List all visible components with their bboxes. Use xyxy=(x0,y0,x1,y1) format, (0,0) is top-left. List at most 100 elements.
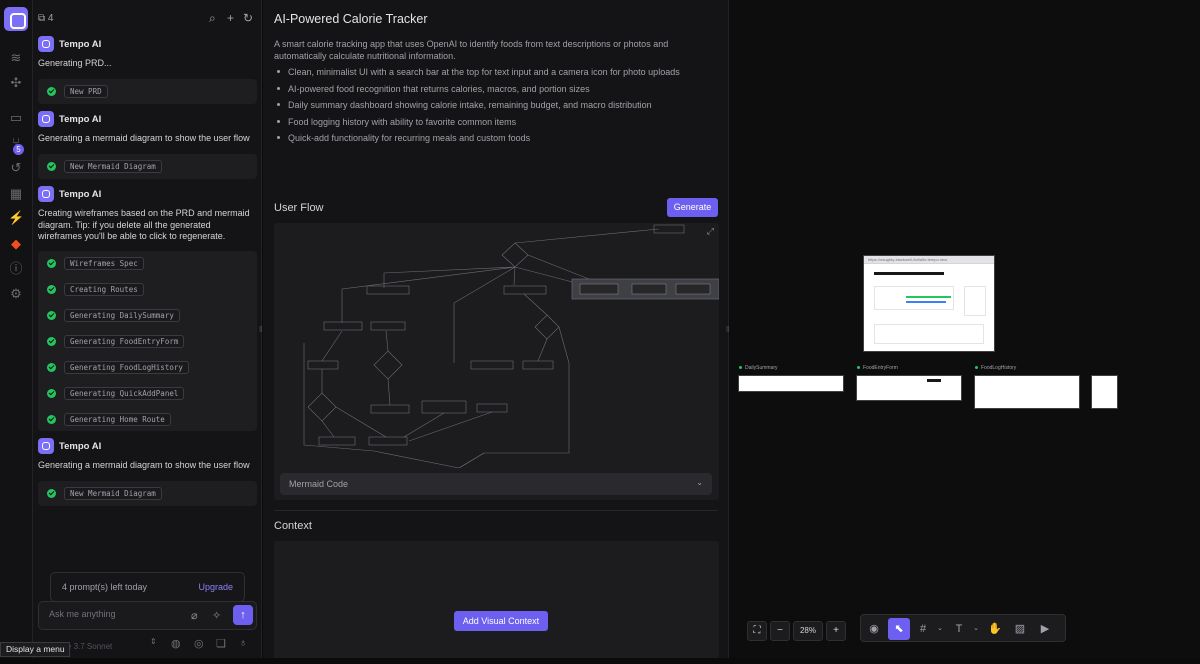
mermaid-diagram[interactable]: ⤢ Mermaid Code ⌄ xyxy=(274,223,719,500)
globe-icon[interactable]: ◍ xyxy=(171,638,181,650)
pages-count[interactable]: ⧉ 4 xyxy=(38,13,54,24)
settings-icon[interactable]: ⚙ xyxy=(10,286,22,301)
text-icon[interactable]: T xyxy=(955,623,963,635)
check-icon xyxy=(47,388,56,398)
chat-input[interactable] xyxy=(49,609,179,619)
list-item: Daily summary dashboard showing calorie … xyxy=(277,99,680,116)
search-icon[interactable]: ⌕ xyxy=(209,11,216,25)
daily-summary-frame[interactable] xyxy=(738,375,844,392)
tempo-avatar-icon xyxy=(38,438,54,454)
zoom-level[interactable]: 28% xyxy=(793,621,823,641)
flow-edge xyxy=(453,266,516,363)
hand-icon[interactable]: ✋ xyxy=(988,623,1002,635)
figma-icon[interactable]: ◆ xyxy=(11,236,21,251)
task-chip: Wireframes Spec xyxy=(64,256,144,270)
task-item[interactable]: Generating FoodEntryForm xyxy=(47,334,185,348)
food-entry-form-frame[interactable] xyxy=(856,375,962,401)
sparkle-icon[interactable]: ✧ xyxy=(212,610,222,622)
info-icon[interactable]: ⓘ xyxy=(9,261,23,276)
quick-add-panel-frame[interactable] xyxy=(1091,375,1118,409)
home-route-frame[interactable]: https://naughty-blackwell-9a9a5d.tempo.n… xyxy=(863,255,995,352)
tempo-logo-icon[interactable] xyxy=(4,7,28,31)
send-button[interactable]: ↑ xyxy=(233,605,253,625)
assistant-header: Tempo AI xyxy=(38,110,101,128)
frame-label-text: DailySummary xyxy=(745,364,778,371)
frame-icon[interactable]: # xyxy=(919,623,927,635)
design-canvas[interactable]: https://naughty-blackwell-9a9a5d.tempo.n… xyxy=(730,0,1200,658)
attach-icon[interactable]: ⌀ xyxy=(191,610,198,622)
file-icon[interactable]: ▭ xyxy=(9,110,23,125)
task-chip: New Mermaid Diagram xyxy=(64,486,162,500)
task-chip: Generating Home Route xyxy=(64,412,171,426)
flow-node xyxy=(503,285,547,295)
task-item[interactable]: New Mermaid Diagram xyxy=(47,486,162,500)
task-item[interactable]: New Mermaid Diagram xyxy=(47,159,162,173)
task-item[interactable]: Creating Routes xyxy=(47,282,144,296)
zoom-in-button[interactable]: + xyxy=(826,621,846,641)
generate-button[interactable]: Generate xyxy=(667,198,718,217)
chevron-down-icon[interactable]: ⌄ xyxy=(937,625,943,632)
task-item[interactable]: New PRD xyxy=(47,84,108,98)
history-icon[interactable]: ↻ xyxy=(243,11,254,25)
flow-edge xyxy=(537,338,548,362)
task-item[interactable]: Generating Home Route xyxy=(47,412,171,426)
zoom-out-button[interactable]: − xyxy=(770,621,790,641)
flow-edge xyxy=(383,266,516,288)
task-card: New Mermaid Diagram xyxy=(38,154,257,179)
history-icon[interactable]: ↺ xyxy=(10,160,22,175)
chevron-down-icon: ⌄ xyxy=(696,478,703,487)
resize-handle[interactable]: ‖ xyxy=(726,325,730,334)
prompts-left-banner: 4 prompt(s) left today Upgrade xyxy=(50,572,245,602)
image-icon[interactable]: ▨ xyxy=(1014,623,1026,635)
frame-content xyxy=(874,286,954,310)
task-chip: Generating QuickAddPanel xyxy=(64,386,185,400)
message-text: Generating a mermaid diagram to show the… xyxy=(38,133,250,143)
task-chip: New PRD xyxy=(64,84,108,98)
check-icon xyxy=(47,488,56,498)
context-title: Context xyxy=(274,520,312,532)
lightbulb-icon[interactable]: ♁ xyxy=(239,637,248,649)
task-item[interactable]: Generating DailySummary xyxy=(47,308,180,322)
comment-icon[interactable]: ◉ xyxy=(869,623,879,635)
check-icon xyxy=(47,284,56,294)
frame-label[interactable]: DailySummary xyxy=(739,363,778,372)
mermaid-code-dropdown[interactable]: Mermaid Code ⌄ xyxy=(280,473,712,495)
components-icon[interactable]: ✣ xyxy=(10,75,22,90)
upgrade-link[interactable]: Upgrade xyxy=(198,582,233,592)
chat-input-box: ⌀ ✧ ↑ xyxy=(38,601,257,630)
model-selector[interactable]: Claude 3.7 Sonnet xyxy=(46,642,113,651)
add-visual-context-button[interactable]: Add Visual Context xyxy=(454,611,548,631)
task-card: New Mermaid Diagram xyxy=(38,481,257,506)
mermaid-code-label: Mermaid Code xyxy=(289,479,349,489)
chat-header: ⧉ 4 ⌕ + ↻ xyxy=(33,0,262,36)
layers-icon[interactable]: ≋ xyxy=(10,50,22,65)
chevron-updown-icon[interactable]: ⇕ xyxy=(150,637,157,646)
task-item[interactable]: Wireframes Spec xyxy=(47,256,144,270)
supabase-icon[interactable]: ⚡ xyxy=(8,210,25,225)
list-item: Clean, minimalist UI with a search bar a… xyxy=(277,66,680,83)
feature-list: Clean, minimalist UI with a search bar a… xyxy=(277,66,680,149)
flow-node xyxy=(368,436,408,446)
plus-icon[interactable]: + xyxy=(227,11,235,25)
food-log-history-frame[interactable] xyxy=(974,375,1080,409)
chat-bubbles-icon[interactable]: ❏ xyxy=(216,638,226,650)
frame-content xyxy=(906,296,951,298)
git-branch-icon[interactable]: ⑂ xyxy=(12,135,20,150)
expand-icon[interactable]: ⤢ xyxy=(706,226,714,236)
web-icon[interactable]: ◎ xyxy=(194,638,204,650)
play-icon[interactable]: ▶ xyxy=(1040,623,1050,635)
chevron-down-icon[interactable]: ⌄ xyxy=(973,625,979,632)
flow-edge xyxy=(321,330,343,362)
cursor-icon[interactable]: ⬉ xyxy=(888,618,910,640)
chat-panel: ⧉ 4 ⌕ + ↻ Tempo AI Generating PRD... New… xyxy=(33,0,262,658)
flow-node xyxy=(675,283,711,295)
resize-handle[interactable]: ‖ xyxy=(259,325,263,334)
storybook-icon[interactable]: ▦ xyxy=(9,186,23,201)
frame-label[interactable]: FoodEntryForm xyxy=(857,363,898,372)
fit-screen-icon[interactable]: ⛶ xyxy=(747,621,767,641)
frame-label[interactable]: FoodLogHistory xyxy=(975,363,1016,372)
flow-edge xyxy=(527,254,600,284)
task-item[interactable]: Generating FoodLogHistory xyxy=(47,360,189,374)
pages-count-value: 4 xyxy=(47,13,54,24)
task-item[interactable]: Generating QuickAddPanel xyxy=(47,386,185,400)
